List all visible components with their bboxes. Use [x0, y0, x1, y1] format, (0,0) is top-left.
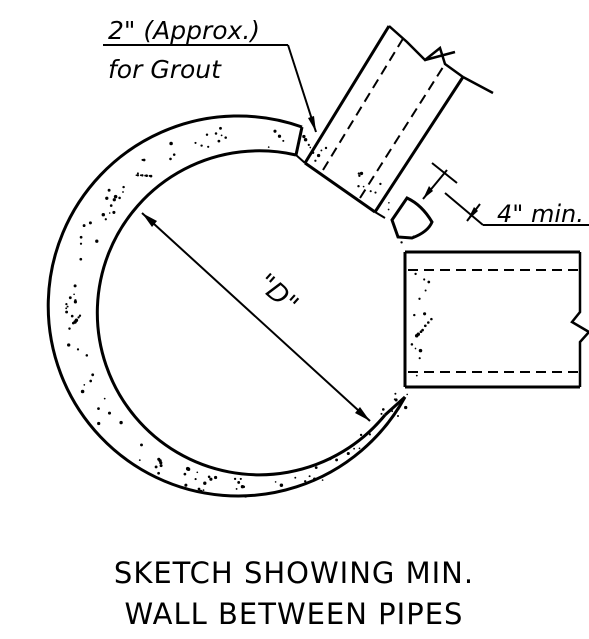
min-wall-label: 4" min.: [497, 200, 584, 228]
caption-line1: SKETCH SHOWING MIN.: [114, 556, 474, 590]
wall-between-pipes: [390, 196, 434, 240]
diameter-label: "D": [251, 268, 304, 320]
grout-label-line1: 2" (Approx.): [108, 16, 260, 45]
angled-pipe: [303, 25, 494, 214]
concrete-stipple: [65, 126, 433, 498]
min-wall-dimension: 4" min.: [422, 162, 589, 228]
horizontal-pipe: [403, 250, 589, 389]
diameter-dimension: "D": [141, 212, 371, 422]
grout-callout: 2" (Approx.) for Grout: [103, 16, 317, 133]
caption-line2: WALL BETWEEN PIPES: [125, 597, 464, 631]
grout-label-line2: for Grout: [108, 55, 222, 84]
manhole-wall: [46, 114, 407, 498]
